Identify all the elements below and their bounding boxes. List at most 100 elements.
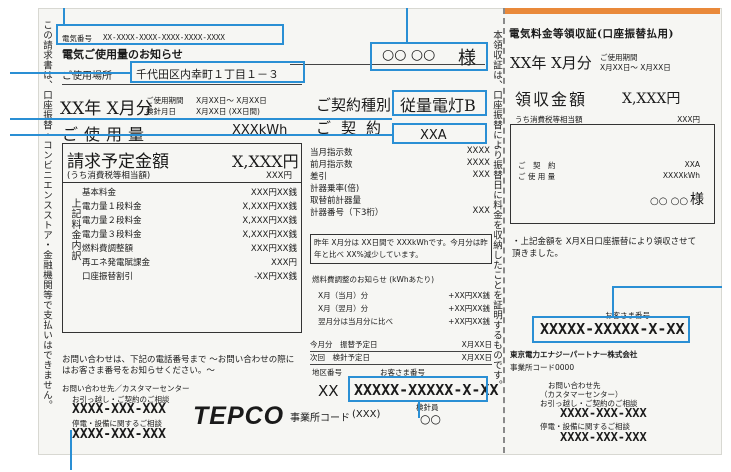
meter-row: 計器番号（下3桁）XXX <box>310 206 490 218</box>
usage-label: ご使用量 <box>62 125 151 144</box>
fuel-notice: 燃料費調整のお知らせ (kWhあたり) <box>312 275 435 284</box>
highlight-contract-type <box>392 90 487 116</box>
fuel-label: X月（当月）分 <box>318 291 369 300</box>
office-code-label: 事業所コード <box>290 413 350 424</box>
breakdown-value: XXX円 <box>271 258 297 268</box>
bill-customer-id: XXXXX-XXXXX-X-XX <box>354 381 499 399</box>
meter-value: XXXX <box>466 146 490 156</box>
contact-intro: お問い合わせは、下記の電話番号まで ～お問い合わせの際にはお客さま番号をお知らせ… <box>62 355 295 376</box>
meter-row: 差引 XXX <box>310 170 490 182</box>
fuel-value: +XX円XX銭 <box>448 317 490 326</box>
receipt-usage-label: ご 使 用 量 <box>518 172 556 181</box>
highlight-address <box>130 61 305 83</box>
comparison-note: 昨年 X月分は XX日間で XXXkWhです。今月分は昨年と比べ XX%減少して… <box>310 234 492 264</box>
phone-1: XXXX-XXX-XXX <box>72 402 166 417</box>
amount-panel <box>62 143 302 333</box>
breakdown-label: 基本料金 <box>82 188 117 198</box>
highlight-customer-number <box>56 24 284 45</box>
customer-name: ○○ ○○ <box>382 47 436 63</box>
reading-date-label: 検針月日 <box>146 107 176 116</box>
meter-row: 取替前計器量 <box>310 194 490 206</box>
receipt-accent-bar <box>505 8 720 14</box>
perforation-line <box>503 8 505 453</box>
breakdown-heading: 上記料金内訳 <box>69 198 80 261</box>
breakdown-row: 口座振替割引-XX円XX銭 <box>82 270 297 284</box>
district-code: XX <box>318 382 339 400</box>
vertical-notice-left: この請求書は、口座振替・コンビニエンスストア・金融機関等で支払いはできません。 <box>41 20 52 410</box>
breakdown-label: 電力量２段料金 <box>82 216 142 226</box>
inspector-name: ○○ <box>420 412 441 426</box>
period-detail-label: ご使用期間 <box>146 96 184 105</box>
leader-line <box>612 286 614 316</box>
receipt-phone-2: XXXX-XXX-XXX <box>560 430 647 444</box>
receipt-name: ○○ ○○ <box>650 196 689 207</box>
customer-number-label: 電気番号 <box>62 34 92 43</box>
customer-number: XX-XXXX-XXXX-XXXX-XXXX-XXXX <box>103 33 225 42</box>
vertical-notice-middle: 本領収証は、口座振替により振替日に料金を収納したことを証明するものです。 <box>491 30 502 390</box>
breakdown-row: 再エネ発電賦課金 XXX円 <box>82 256 297 270</box>
meter-value: XXX <box>472 170 490 180</box>
contract-type: 従量電灯B <box>400 96 476 115</box>
leader-line <box>70 430 72 470</box>
fuel-value: +XX円XX銭 <box>448 304 490 313</box>
schedule-value: X月XX日 <box>461 353 492 362</box>
receipt-customer-id-label: お客さま番号 <box>605 311 650 320</box>
breakdown-label: 電力量３段料金 <box>82 230 142 240</box>
contract-type-label: ご契約種別 <box>316 96 392 114</box>
notice-title: 電気ご使用量のお知らせ <box>62 48 183 61</box>
fuel-row: 翌月分は当月分に比べ+XX円XX銭 <box>318 316 490 329</box>
receipt-detail-panel <box>510 124 715 224</box>
breakdown-value: X,XXX円XX銭 <box>242 216 297 226</box>
honorific: 様 <box>458 48 476 69</box>
breakdown-value: X,XXX円XX銭 <box>242 202 297 212</box>
phone-label-2: 停電・設備に関するご相談 <box>72 419 162 428</box>
leader-line <box>10 118 392 120</box>
tepco-logo: TEPCO <box>193 402 285 430</box>
receipt-phone-label-2: 停電・設備に関するご相談 <box>540 422 630 431</box>
receipt-period-label: ご使用期間 <box>600 53 638 62</box>
leader-line <box>63 8 65 24</box>
receipt-tax: XXX円 <box>677 115 700 124</box>
meter-label: 差引 <box>310 172 328 182</box>
highlight-bill-customer-id <box>348 376 488 402</box>
office-code: (XXX) <box>352 409 381 420</box>
address-underline <box>62 84 302 85</box>
fuel-row: X月（翌月）分+XX円XX銭 <box>318 303 490 316</box>
meter-value: XXXX <box>466 158 490 168</box>
contract-value: XXA <box>420 128 447 143</box>
receipt-contract-label: ご 契 約 <box>518 161 556 170</box>
leader-line <box>10 72 130 74</box>
highlight-customer-name <box>370 42 488 71</box>
meter-label: 前月指示数 <box>310 160 353 170</box>
receipt-phone-label-1: お引っ越し・ご契約のご相談 <box>540 399 638 408</box>
meter-row: 計器乗率(倍) <box>310 182 490 194</box>
highlight-receipt-customer-id <box>532 316 690 343</box>
fuel-row: X月（当月）分+XX円XX銭 <box>318 290 490 303</box>
breakdown-label: 再エネ発電賦課金 <box>82 258 151 268</box>
amount-tax: XXX円 <box>266 171 292 181</box>
schedule-label: 次回 検針予定日 <box>310 353 370 362</box>
bill-period: XX年 X月分 <box>60 99 153 119</box>
phone-2: XXXX-XXX-XXX <box>72 427 166 442</box>
location-label: ご使用場所 <box>62 71 112 82</box>
breakdown-value: -XX円XX銭 <box>254 272 297 282</box>
receipt-usage: XXXXkWh <box>662 171 700 180</box>
receipt-contract: XXA <box>684 160 700 169</box>
receipt-period-detail: X月XX日～ X月XX日 <box>600 63 671 72</box>
receipt-customer-id: XXXXX-XXXXX-X-XX <box>540 320 685 338</box>
receipt-note: ・上記金額を X月X日口座振替により領収させて頂きました。 <box>512 237 697 259</box>
receipt-amount: X,XXX円 <box>622 91 681 107</box>
inspector-label: 検針員 <box>416 403 439 412</box>
phone-label-1: お引っ越し・ご契約のご相談 <box>72 395 170 404</box>
receipt-period: XX年 X月分 <box>510 54 592 72</box>
reading-date: X月XX日 (XX日間) <box>196 107 260 116</box>
receipt-title: 電気料金等領収証(口座振替払用) <box>509 28 674 40</box>
receipt-office-code: 事業所コード0000 <box>510 363 575 372</box>
